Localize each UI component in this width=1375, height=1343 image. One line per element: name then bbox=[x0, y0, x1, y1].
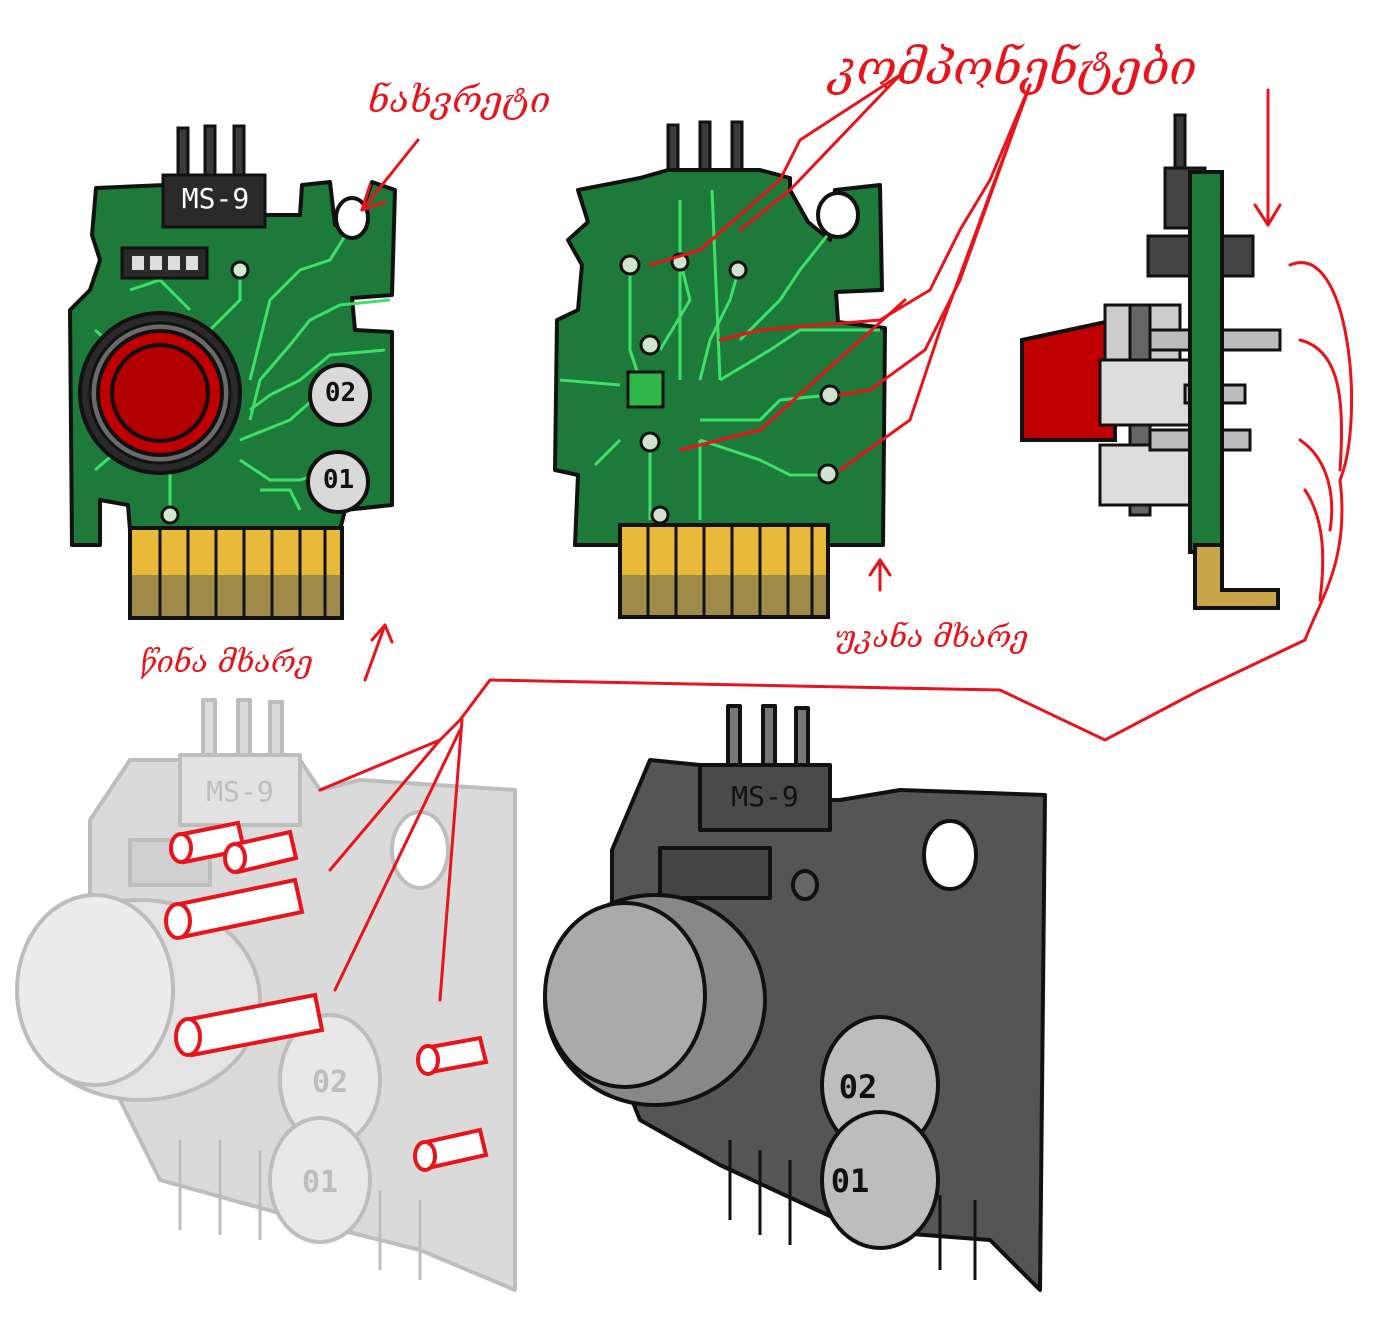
edge-connector bbox=[128, 526, 344, 620]
chip-label-front: MS-9 bbox=[181, 182, 250, 215]
vias-back bbox=[619, 252, 841, 525]
cap-02-label-light-model: 02 bbox=[311, 1065, 349, 1100]
cap-01-label-dark-model: 01 bbox=[830, 1162, 870, 1200]
annotation-front-side: წინა მხარე bbox=[140, 645, 313, 680]
vias bbox=[160, 260, 250, 525]
mounting-hole-back bbox=[816, 191, 860, 239]
capacitor-01-label: 01 bbox=[322, 465, 355, 495]
chip-label-dark-model: MS-9 bbox=[731, 780, 799, 813]
header-pins bbox=[176, 124, 246, 180]
component-pegs bbox=[164, 820, 489, 1172]
capacitor-02-label: 02 bbox=[324, 378, 357, 408]
capacitor-01 bbox=[306, 450, 370, 514]
red-push-button bbox=[78, 311, 242, 475]
annotation-mounting-hole: ნახვრეტი bbox=[368, 80, 551, 121]
capacitor-02 bbox=[308, 363, 372, 427]
annotation-components: კომპონენტები bbox=[830, 40, 1197, 96]
model-3d-dark bbox=[543, 704, 1047, 1292]
cap-01-label-light-model: 01 bbox=[301, 1165, 339, 1200]
ribbon-connector bbox=[120, 246, 209, 280]
edge-connector-back bbox=[618, 523, 830, 619]
mounting-hole bbox=[334, 196, 370, 240]
pcb-side-view bbox=[1020, 113, 1282, 610]
chip-label-light-model: MS-9 bbox=[206, 775, 274, 808]
annotation-strokes bbox=[318, 73, 1353, 1002]
pcb-front-view bbox=[68, 124, 397, 620]
annotation-back-side: უკანა მხარე bbox=[835, 620, 1029, 655]
pcb-back-view bbox=[553, 120, 887, 619]
edge-finger-side bbox=[1193, 543, 1280, 610]
cap-02-label-dark-model: 02 bbox=[838, 1068, 878, 1106]
pcb-traces-back bbox=[559, 189, 880, 520]
pcb-edge bbox=[1188, 170, 1224, 554]
ms9-chip bbox=[161, 173, 267, 229]
smd-chip bbox=[626, 370, 665, 409]
